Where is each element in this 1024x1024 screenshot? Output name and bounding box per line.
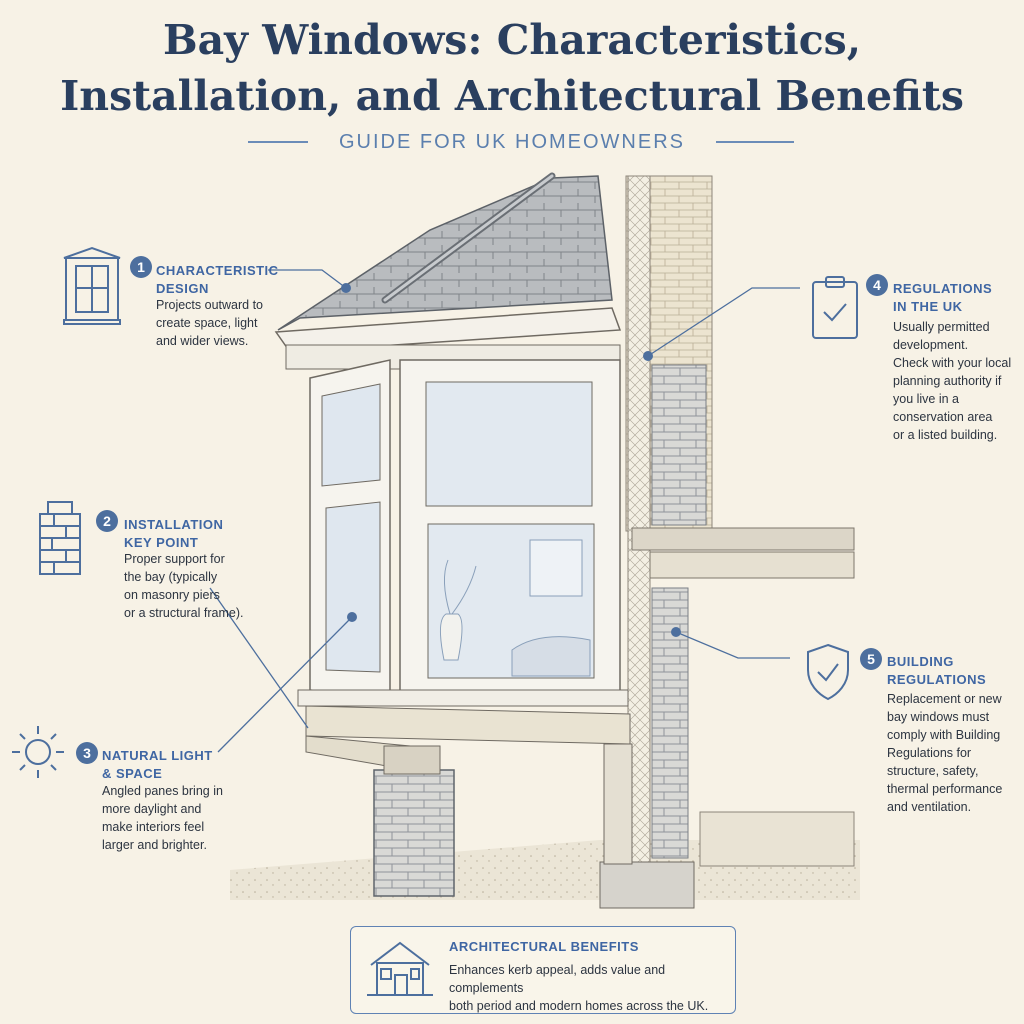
callout-3-body: Angled panes bring in more daylight and … (102, 782, 223, 854)
benefits-body: Enhances kerb appeal, adds value and com… (449, 961, 729, 1015)
callout-5-body-line: comply with Building (887, 728, 1001, 742)
interior-picture (529, 539, 583, 597)
callout-5-title: BUILDING REGULATIONS (887, 653, 986, 689)
brick-pier-icon (39, 501, 81, 575)
page-title: Bay Windows: Characteristics, Installati… (0, 12, 1024, 124)
callout-2-body-line: the bay (typically (124, 570, 218, 584)
callout-4-body: Usually permitted development. Check wit… (893, 318, 1011, 444)
callout-5-title-line-1: BUILDING (887, 654, 954, 669)
callout-5-body-line: structure, safety, (887, 764, 979, 778)
house-icon (367, 941, 433, 996)
callout-3-number: 3 (76, 742, 98, 764)
side-pane-upper (321, 383, 381, 487)
callout-4-title-line-1: REGULATIONS (893, 281, 993, 296)
callout-4-body-line: you live in a (893, 392, 960, 406)
front-pane-upper (425, 381, 593, 507)
subtitle: GUIDE FOR UK HOMEOWNERS (338, 131, 685, 153)
subtitle-rule-right (716, 141, 794, 143)
cornice (274, 307, 622, 353)
callout-3-title-line-1: NATURAL LIGHT (102, 748, 213, 763)
callout-5-body-line: and ventilation. (887, 800, 972, 814)
floor-slab (631, 527, 855, 551)
callout-4-title-line-2: IN THE UK (893, 299, 963, 314)
benefits-title: ARCHITECTURAL BENEFITS (449, 939, 639, 954)
callout-1-body-line: and wider views. (156, 334, 249, 348)
benefits-body-line-1: Enhances kerb appeal, adds value and com… (449, 963, 666, 995)
callout-4-body-line: development. (893, 338, 969, 352)
callout-2-number: 2 (96, 510, 118, 532)
title-line-2: Installation, and Architectural Benefits (60, 72, 964, 120)
title-line-1: Bay Windows: Characteristics, (162, 16, 862, 64)
callout-2-title: INSTALLATION KEY POINT (124, 516, 223, 552)
callout-3-body-line: larger and brighter. (102, 838, 207, 852)
callout-4-body-line: Usually permitted (893, 320, 990, 334)
side-pane-lower (325, 501, 381, 673)
leader-line-1 (268, 269, 347, 289)
lower-brick-wall (651, 587, 689, 859)
benefits-body-line-2: both period and modern homes across the … (449, 999, 709, 1013)
callout-2-body-line: Proper support for (124, 552, 225, 566)
inner-brick-wall (651, 364, 707, 526)
brick-pier-left (373, 769, 455, 897)
callout-4-body-line: or a listed building. (893, 428, 998, 442)
shield-check-icon (807, 643, 849, 701)
callout-3-body-line: make interiors feel (102, 820, 205, 834)
floor-beam (649, 551, 855, 579)
window-sill (297, 689, 629, 707)
callout-5-body: Replacement or new bay windows must comp… (887, 690, 1002, 816)
leader-line-3 (217, 616, 353, 753)
architectural-benefits-box: ARCHITECTURAL BENEFITS Enhances kerb app… (350, 926, 736, 1014)
callout-4-body-line: Check with your local (893, 356, 1012, 370)
interior-floor (699, 811, 855, 867)
callout-2-body: Proper support for the bay (typically on… (124, 550, 243, 622)
leader-line-4 (647, 287, 800, 357)
sun-icon (12, 726, 64, 778)
callout-3-title: NATURAL LIGHT & SPACE (102, 747, 213, 783)
callout-1-title-line-2: DESIGN (156, 281, 209, 296)
bay-window-icon (63, 246, 121, 325)
callout-1-body: Projects outward to create space, light … (156, 296, 263, 350)
callout-1-title-line-1: CHARACTERISTIC (156, 263, 279, 278)
callout-1-body-line: create space, light (156, 316, 258, 330)
subtitle-rule-left (248, 141, 308, 143)
callout-5-body-line: thermal performance (887, 782, 1003, 796)
leader-line-2 (209, 587, 309, 729)
callout-5-body-line: Regulations for (887, 746, 972, 760)
callout-1-title: CHARACTERISTIC DESIGN (156, 262, 279, 298)
callout-1-body-line: Projects outward to (156, 298, 263, 312)
callout-3-body-line: more daylight and (102, 802, 202, 816)
callout-2-title-line-2: KEY POINT (124, 535, 199, 550)
clipboard-check-icon (812, 276, 858, 339)
callout-2-body-line: on masonry piers (124, 588, 220, 602)
callout-3-body-line: Angled panes bring in (102, 784, 223, 798)
callout-4-number: 4 (866, 274, 888, 296)
callout-2-body-line: or a structural frame). (124, 606, 244, 620)
callout-4-body-line: conservation area (893, 410, 993, 424)
callout-5-body-line: Replacement or new (887, 692, 1002, 706)
foundation-right (599, 861, 695, 909)
callout-5-number: 5 (860, 648, 882, 670)
leader-line-5 (675, 631, 790, 659)
callout-5-title-line-2: REGULATIONS (887, 672, 987, 687)
callout-3-title-line-2: & SPACE (102, 766, 163, 781)
callout-1-number: 1 (130, 256, 152, 278)
bay-base (305, 705, 631, 745)
callout-2-title-line-1: INSTALLATION (124, 517, 224, 532)
subtitle-row: GUIDE FOR UK HOMEOWNERS (0, 128, 1024, 158)
callout-5-body-line: bay windows must (887, 710, 990, 724)
callout-4-title: REGULATIONS IN THE UK (893, 280, 992, 316)
callout-4-body-line: planning authority if (893, 374, 1002, 388)
